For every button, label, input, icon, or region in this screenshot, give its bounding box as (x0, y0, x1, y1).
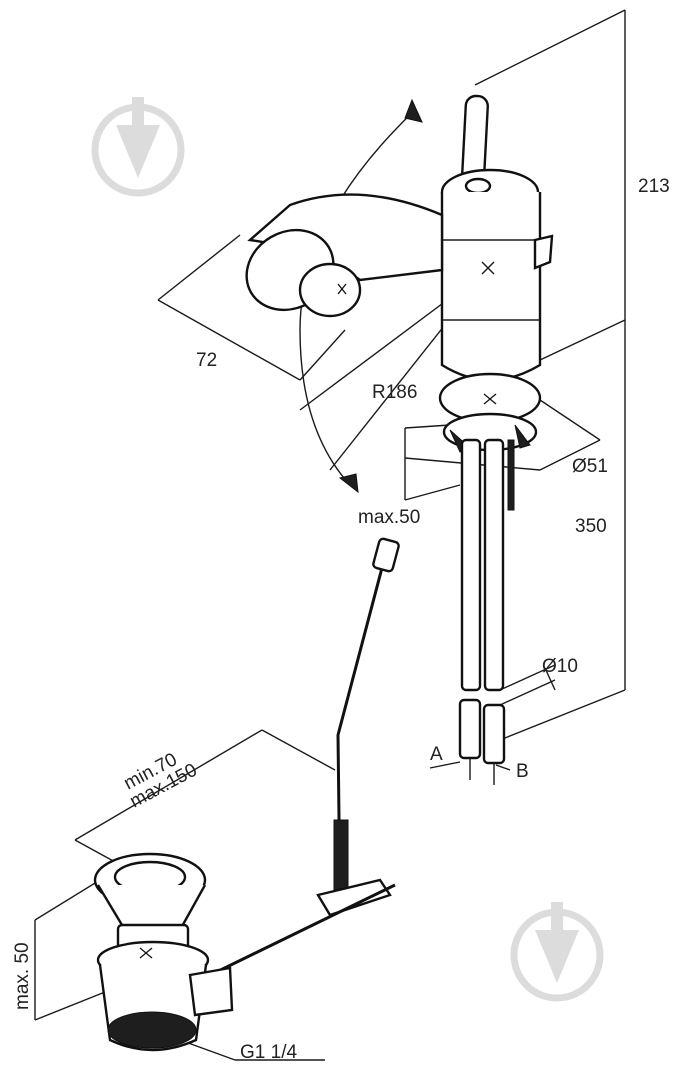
swivel-arc (299, 98, 423, 494)
waste-assembly (93, 852, 234, 1052)
faucet-body (245, 94, 554, 382)
hose-b-label: B (516, 761, 529, 782)
popup-rod (199, 537, 400, 982)
waste-height-label: max. 50 (12, 942, 33, 1010)
radius-label: R186 (372, 382, 417, 403)
dimension-lines (34, 9, 626, 1061)
hose-diameter-label: Ø10 (542, 656, 578, 677)
faucet-base (438, 372, 542, 511)
thread-label: G1 1/4 (240, 1042, 297, 1063)
watermark-logo-bottom (510, 902, 604, 1002)
max-thickness-label: max.50 (358, 507, 420, 528)
handle-length-label: 72 (196, 350, 217, 371)
hose-length-label: 350 (575, 516, 607, 537)
supply-hoses (458, 438, 506, 785)
hose-a-label: A (430, 744, 443, 765)
base-diameter-label: Ø51 (572, 456, 608, 477)
height-label: 213 (638, 176, 670, 197)
watermark-logo-top (91, 97, 185, 197)
